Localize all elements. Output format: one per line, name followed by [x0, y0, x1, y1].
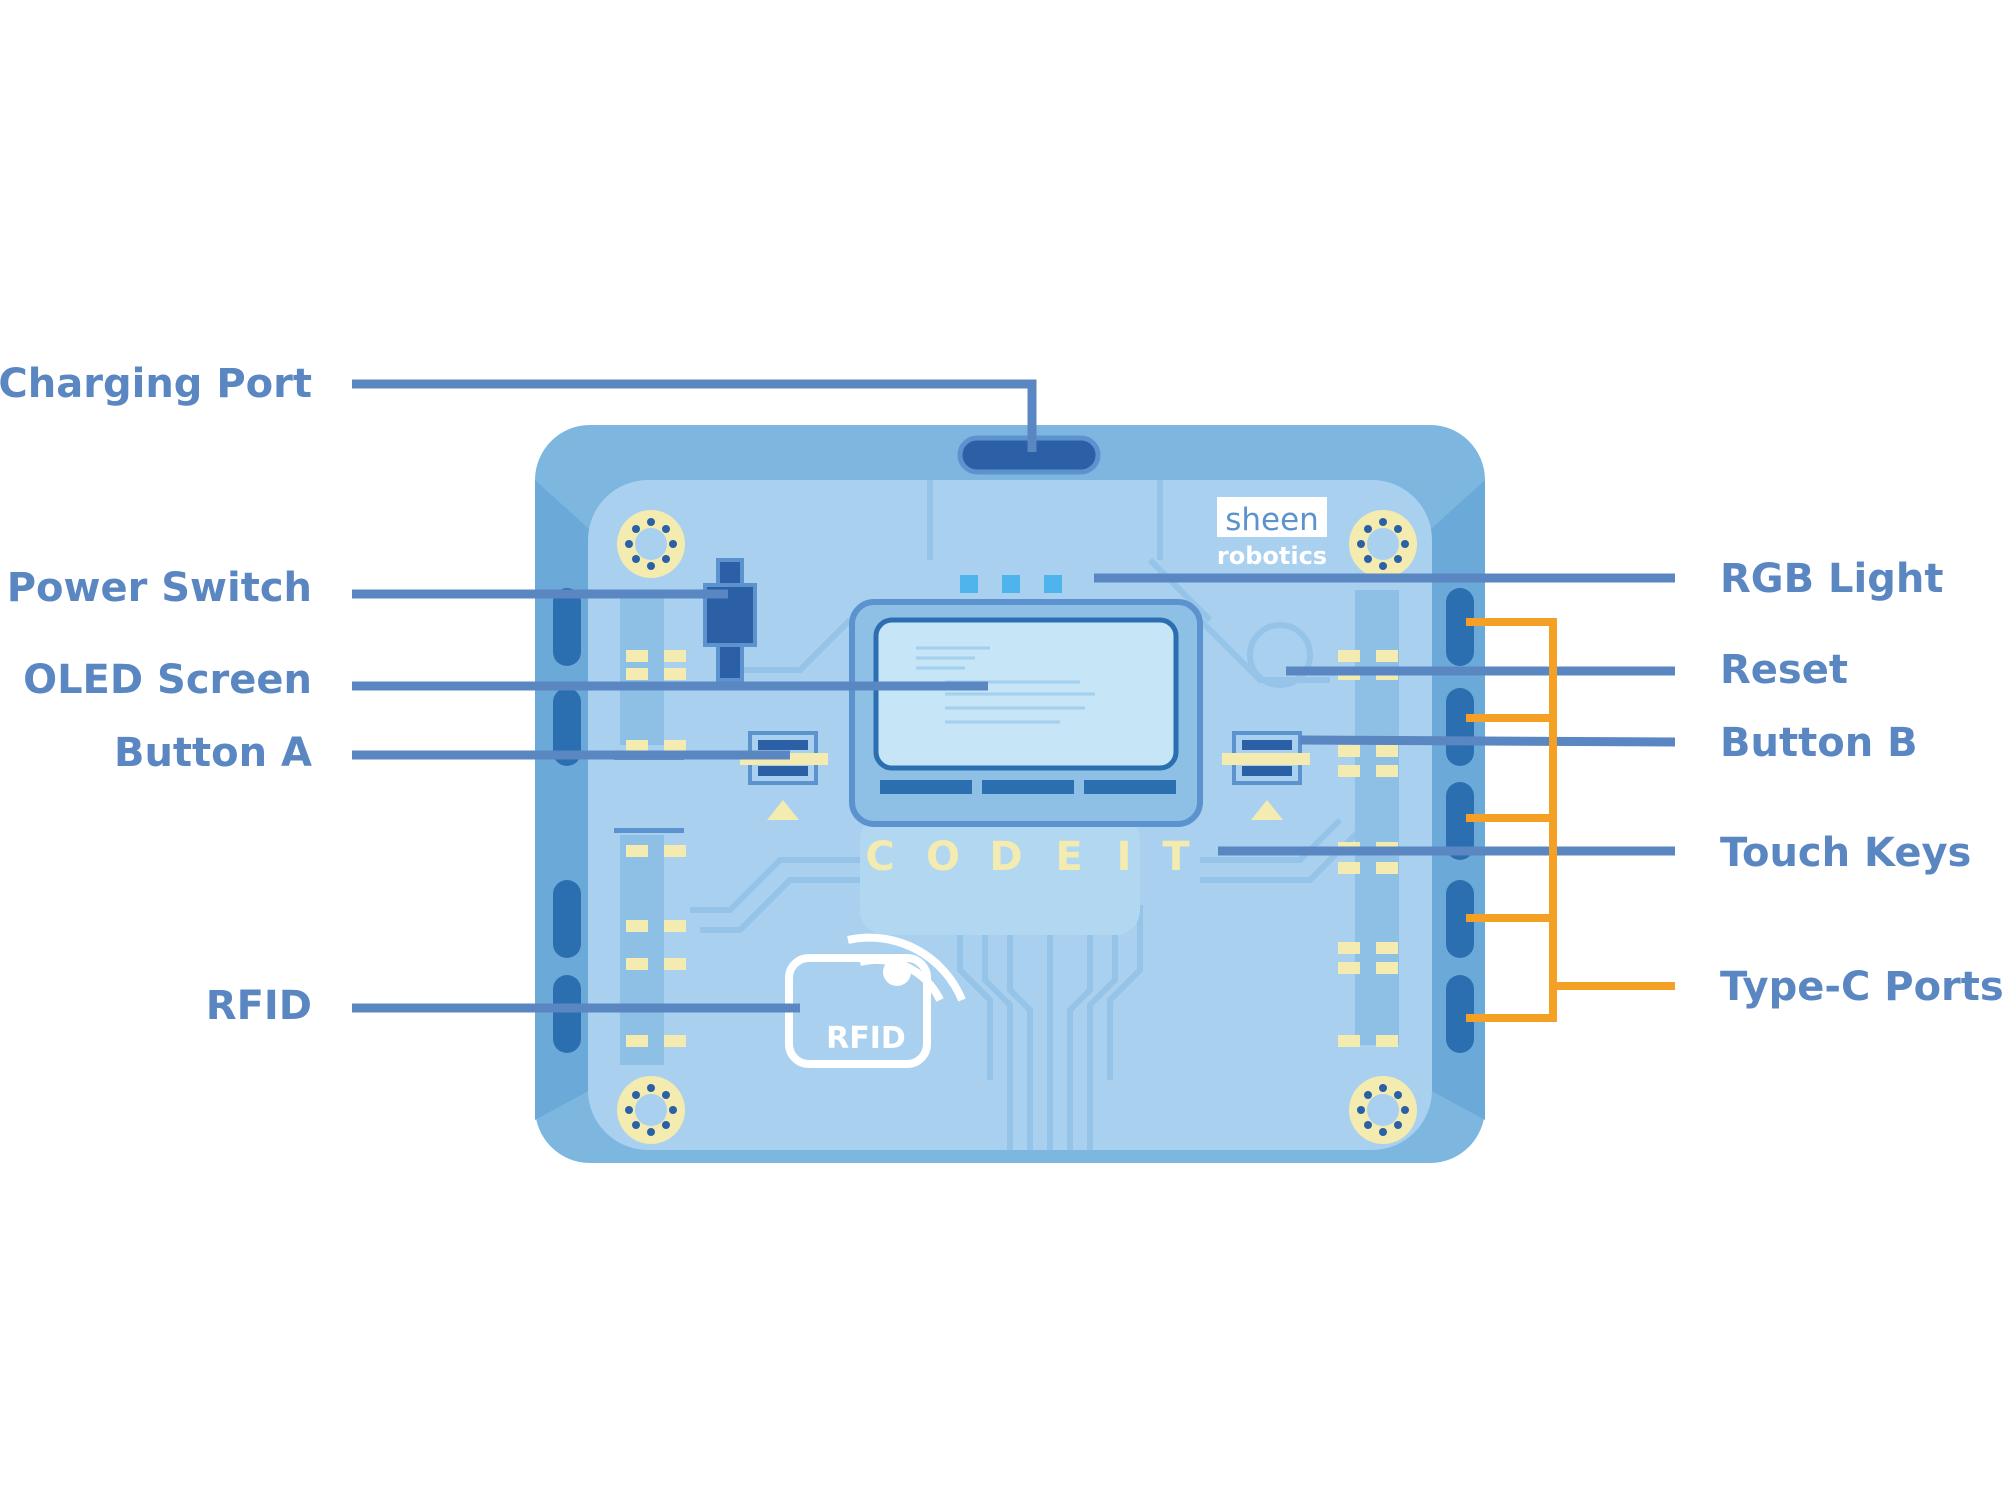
- label-button-a: Button A: [114, 730, 312, 776]
- chip-area: [860, 815, 1140, 935]
- model-letter: C: [865, 834, 894, 880]
- label-reset: Reset: [1720, 647, 1848, 693]
- mounting-hole-bottom-left: [617, 1076, 685, 1144]
- brand-line-2: robotics: [1217, 542, 1327, 570]
- label-button-b: Button B: [1720, 720, 1918, 766]
- type-c-port-2: [1446, 688, 1474, 766]
- type-c-bracket: [1466, 618, 1675, 1022]
- rfid-wave-icon: [847, 933, 966, 1002]
- leader-charging-port: [352, 379, 1037, 452]
- model-letter: D: [989, 834, 1022, 880]
- type-c-port-1: [1446, 588, 1474, 666]
- model-letter: T: [1162, 834, 1190, 880]
- type-c-port-3: [1446, 782, 1474, 860]
- board: sheen robotics C O D E I T RFID: [535, 425, 1485, 1163]
- rfid-tag-text: RFID: [826, 1021, 906, 1056]
- left-touch-pads: [626, 650, 686, 1047]
- button-a-arrow-icon: [767, 800, 799, 820]
- mounting-hole-top-left: [617, 510, 685, 578]
- button-b: [1222, 731, 1310, 820]
- rgb-led-1: [960, 575, 978, 593]
- label-rgb-light: RGB Light: [1720, 556, 1943, 602]
- rgb-lights: [960, 575, 1062, 593]
- type-c-port-5: [1446, 975, 1474, 1053]
- oled-bottom-buttons: [880, 780, 1176, 794]
- label-type-c-ports: Type-C Ports: [1720, 964, 2004, 1010]
- type-c-port-4: [1446, 880, 1474, 958]
- model-letter: O: [926, 834, 960, 880]
- button-b-arrow-icon: [1251, 800, 1283, 820]
- left-strip-divider: [614, 828, 684, 833]
- mounting-hole-top-right: [1349, 510, 1417, 578]
- model-letter: I: [1117, 834, 1132, 880]
- label-charging-port: Charging Port: [0, 361, 312, 407]
- brand-line-1: sheen: [1225, 502, 1319, 538]
- model-letter: E: [1055, 834, 1082, 880]
- oled-module: [849, 599, 1203, 827]
- type-c-ports: [1446, 588, 1474, 1053]
- label-rfid: RFID: [206, 983, 312, 1029]
- trace-ring: [1247, 622, 1313, 688]
- rgb-led-2: [1002, 575, 1020, 593]
- model-name: C O D E I T: [865, 834, 1190, 880]
- mounting-hole-bottom-right: [1349, 1076, 1417, 1144]
- label-touch-keys: Touch Keys: [1720, 830, 1971, 876]
- leader-button-b: [1299, 735, 1676, 747]
- labels: Charging Port Power Switch OLED Screen B…: [0, 361, 2004, 1029]
- label-oled-screen: OLED Screen: [23, 657, 312, 703]
- label-power-switch: Power Switch: [7, 565, 312, 611]
- rgb-led-3: [1044, 575, 1062, 593]
- brand-badge: sheen robotics: [1217, 497, 1327, 570]
- left-side-ports: [553, 588, 581, 1053]
- leader-lines: [352, 379, 1676, 1013]
- left-strip-bottom: [620, 835, 664, 1065]
- oled-screen-content: [916, 646, 1095, 724]
